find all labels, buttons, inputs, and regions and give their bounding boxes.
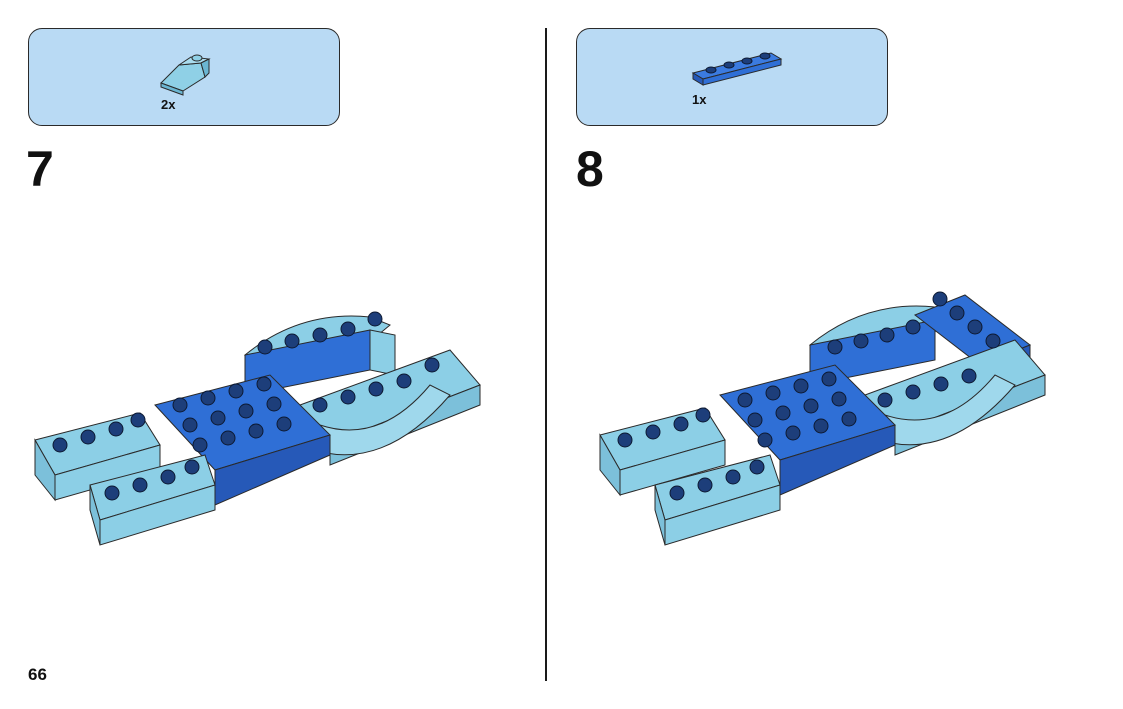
step-8-model-illustration <box>599 291 1046 546</box>
parts-callout-step-8: 1x <box>576 28 888 126</box>
step-number: 8 <box>576 141 604 197</box>
light-blue-slope-brick-icon <box>160 54 211 96</box>
blue-1x4-plate-icon <box>691 52 783 86</box>
step-7-model-illustration <box>34 311 481 546</box>
page-divider <box>545 28 547 681</box>
part-quantity: 1x <box>692 92 707 107</box>
parts-callout-step-7: 2x <box>28 28 340 126</box>
step-number: 7 <box>26 141 54 197</box>
part-quantity: 2x <box>161 97 176 112</box>
page-number: 66 <box>28 665 47 684</box>
